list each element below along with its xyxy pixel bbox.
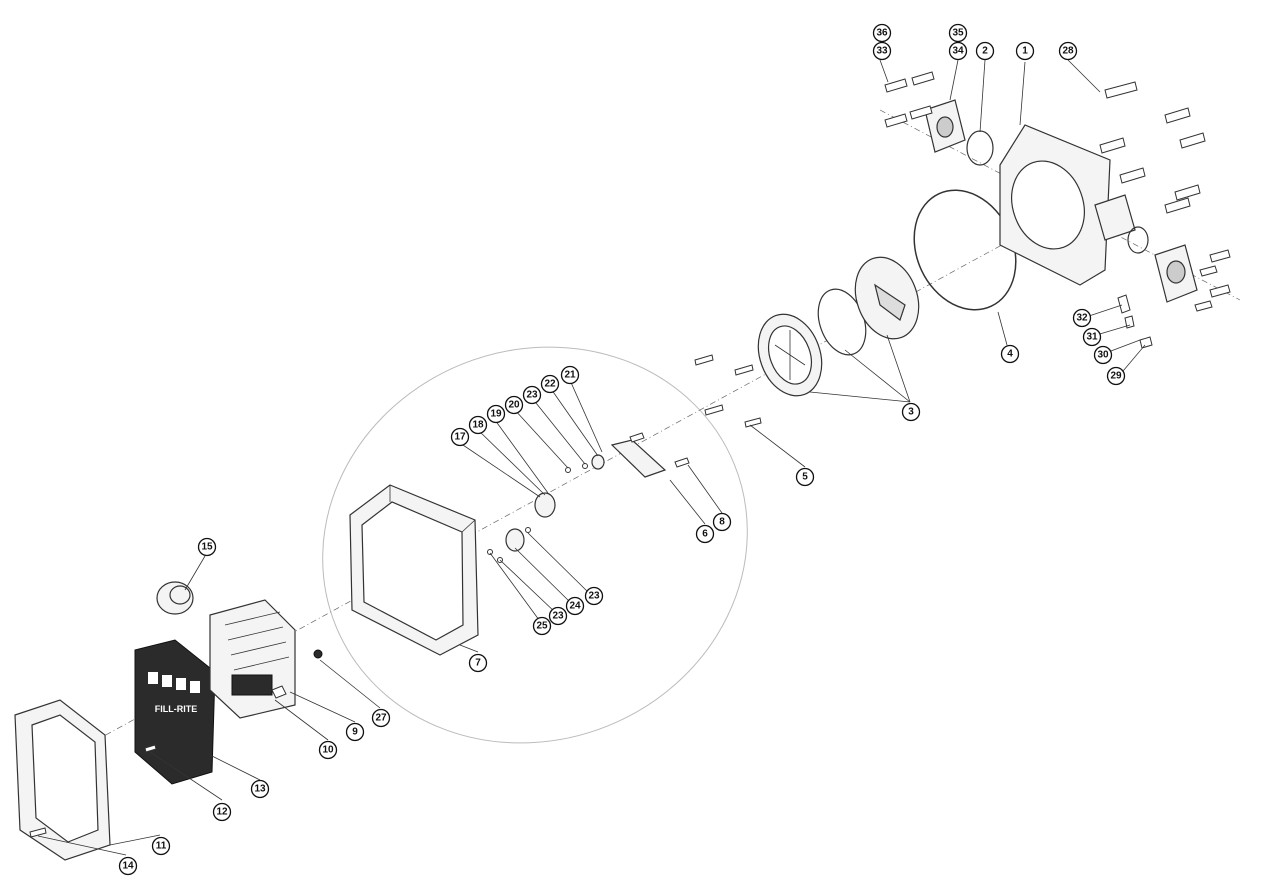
callout-11: 11	[151, 836, 171, 856]
top-flange	[924, 99, 966, 153]
svg-text:29: 29	[1110, 371, 1122, 382]
svg-text:22: 22	[544, 379, 556, 390]
callout-20: 20	[504, 395, 524, 415]
callout-2: 2	[975, 41, 995, 61]
callout-18: 18	[468, 415, 488, 435]
callout-9: 9	[345, 722, 365, 742]
callout-30: 30	[1093, 345, 1113, 365]
callout-4: 4	[1000, 344, 1020, 364]
svg-text:33: 33	[876, 46, 888, 57]
callout-10: 10	[318, 740, 338, 760]
svg-text:25: 25	[536, 621, 548, 632]
gear-train	[487, 454, 605, 563]
callout-32: 32	[1072, 308, 1092, 328]
callout-25: 25	[532, 616, 552, 636]
svg-text:23: 23	[588, 591, 600, 602]
svg-text:10: 10	[322, 745, 334, 756]
callout-23-top: 23	[522, 385, 542, 405]
svg-text:35: 35	[952, 28, 964, 39]
svg-text:34: 34	[952, 46, 964, 57]
svg-text:12: 12	[216, 807, 228, 818]
svg-text:8: 8	[719, 517, 725, 528]
svg-text:36: 36	[876, 28, 888, 39]
callout-15: 15	[197, 537, 217, 557]
callout-24: 24	[565, 596, 585, 616]
svg-text:30: 30	[1097, 350, 1109, 361]
callout-6: 6	[695, 524, 715, 544]
face-screw	[144, 744, 157, 753]
callout-5: 5	[795, 467, 815, 487]
svg-text:23: 23	[552, 611, 564, 622]
svg-text:28: 28	[1062, 46, 1074, 57]
svg-text:32: 32	[1076, 313, 1088, 324]
front-bezel	[14, 699, 111, 861]
svg-text:19: 19	[490, 409, 502, 420]
svg-text:3: 3	[908, 407, 914, 418]
svg-text:13: 13	[254, 784, 266, 795]
callout-35: 35	[948, 23, 968, 43]
register-face-plate: FILL-RITE	[134, 639, 216, 785]
side-flange	[1127, 226, 1198, 303]
svg-text:18: 18	[472, 420, 484, 431]
svg-text:2: 2	[982, 46, 988, 57]
callout-22: 22	[540, 374, 560, 394]
callout-23-right: 23	[584, 586, 604, 606]
callout-8: 8	[712, 512, 732, 532]
reset-knob	[156, 581, 194, 615]
callout-33: 33	[872, 41, 892, 61]
small-parts-right	[1117, 294, 1153, 349]
callout-23-lower: 23	[548, 606, 568, 626]
callout-28: 28	[1058, 41, 1078, 61]
callout-14: 14	[118, 856, 138, 876]
o-ring-small	[966, 130, 994, 166]
callout-29: 29	[1106, 366, 1126, 386]
callout-13: 13	[250, 779, 270, 799]
callout-1: 1	[1015, 41, 1035, 61]
callout-17: 17	[450, 427, 470, 447]
svg-text:21: 21	[564, 370, 576, 381]
callout-36: 36	[872, 23, 892, 43]
flange-bolts	[884, 71, 935, 128]
svg-text:6: 6	[702, 529, 708, 540]
callout-19: 19	[486, 404, 506, 424]
svg-text:7: 7	[475, 658, 481, 669]
meter-body	[999, 124, 1136, 286]
svg-text:24: 24	[569, 601, 581, 612]
callout-7: 7	[468, 653, 488, 673]
svg-text:20: 20	[508, 400, 520, 411]
callout-34: 34	[948, 41, 968, 61]
svg-text:14: 14	[122, 861, 134, 872]
callout-27: 27	[371, 708, 391, 728]
svg-text:23: 23	[526, 390, 538, 401]
callout-31: 31	[1082, 327, 1102, 347]
cover-plates	[757, 256, 920, 397]
bezel-screw	[29, 827, 47, 838]
callout-21: 21	[560, 365, 580, 385]
svg-text:4: 4	[1007, 349, 1013, 360]
callout-3: 3	[901, 402, 921, 422]
bracket	[610, 432, 690, 478]
svg-text:11: 11	[156, 841, 167, 852]
register-housing	[349, 484, 479, 656]
cover-screws	[694, 354, 762, 428]
body-bolts	[1099, 81, 1231, 312]
small-spring	[313, 649, 323, 659]
svg-text:31: 31	[1086, 332, 1098, 343]
svg-text:1: 1	[1022, 46, 1028, 57]
sub-assembly-outline	[322, 346, 748, 744]
leader-lines	[37, 59, 1146, 856]
svg-text:5: 5	[802, 472, 808, 483]
svg-text:9: 9	[352, 727, 358, 738]
svg-text:27: 27	[375, 713, 387, 724]
register-mechanism	[209, 599, 296, 719]
callout-12: 12	[212, 802, 232, 822]
svg-text:17: 17	[454, 432, 466, 443]
small-clip	[271, 685, 287, 699]
svg-text:15: 15	[201, 542, 213, 553]
register-face-text: FILL-RITE	[155, 704, 198, 714]
